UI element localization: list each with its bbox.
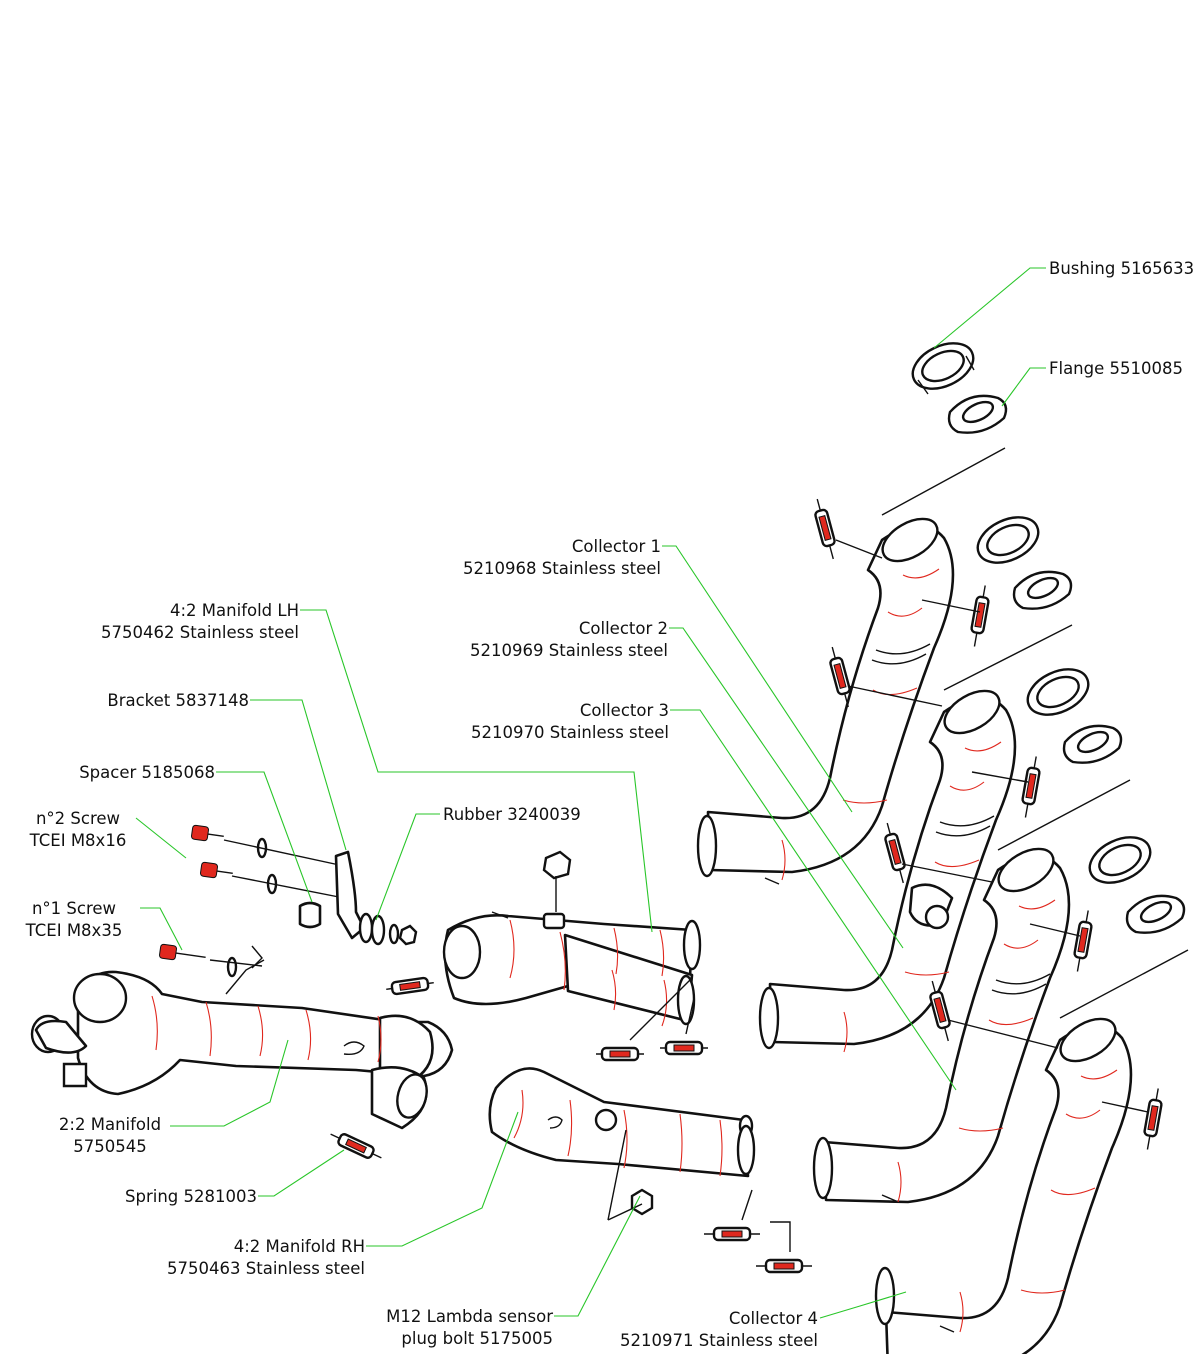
label-bracket: Bracket 5837148 xyxy=(107,691,249,710)
manifold-rh-pipe xyxy=(488,1067,756,1221)
manifold-springs xyxy=(330,976,812,1274)
collector-3-pipe xyxy=(812,847,1071,1204)
label-spring: Spring 5281003 xyxy=(125,1187,257,1206)
manifold-22-pipe xyxy=(30,959,454,1130)
leader-lines xyxy=(135,267,1046,1319)
collector-2-pipe xyxy=(758,689,1017,1053)
label-spacer: Spacer 5185068 xyxy=(79,763,215,782)
manifold-lh-pipe xyxy=(442,850,702,1027)
collector-1-pipe xyxy=(696,517,955,885)
hardware-group xyxy=(158,824,418,978)
bushing-flange-set-4 xyxy=(1059,836,1189,1019)
bushing-flange-set-1 xyxy=(881,342,1008,516)
label-flange: Flange 5510085 xyxy=(1049,359,1183,378)
label-rubber: Rubber 3240039 xyxy=(443,805,581,824)
label-bushing: Bushing 5165633 xyxy=(1049,259,1195,278)
bushing-flange-set-3 xyxy=(997,668,1131,851)
bushing-flange-set-2 xyxy=(943,516,1073,691)
collector-springs xyxy=(814,498,1163,1150)
